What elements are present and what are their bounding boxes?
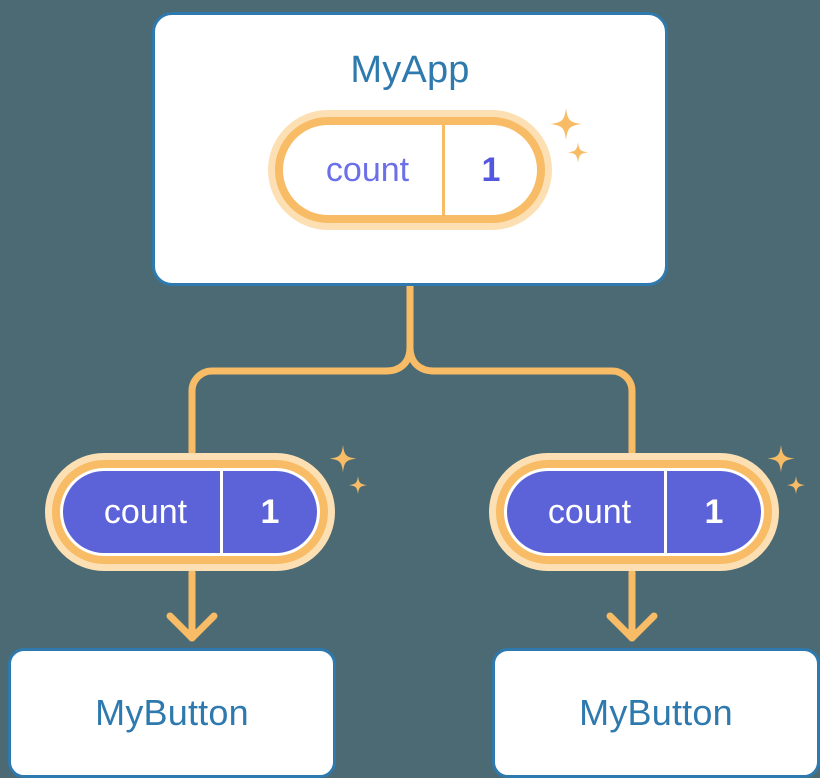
page-title: MyApp bbox=[350, 49, 470, 91]
sparkle-star-large bbox=[329, 445, 357, 473]
state-key-label: count bbox=[103, 493, 188, 531]
component-card-mybutton-right[interactable]: MyButton bbox=[492, 648, 820, 778]
state-pill-inner: count 1 bbox=[504, 468, 764, 556]
state-pill-inner: count 1 bbox=[283, 125, 537, 215]
component-card-label: MyButton bbox=[95, 692, 249, 733]
arrow-down-left bbox=[166, 568, 218, 642]
sparkle-star-small bbox=[786, 476, 806, 495]
connector-branch-right bbox=[406, 343, 636, 460]
state-value-label: 1 bbox=[220, 471, 317, 553]
state-key-label: count bbox=[547, 493, 632, 531]
state-pill-child-right[interactable]: count 1 bbox=[489, 453, 779, 571]
sparkle-star-small bbox=[348, 476, 368, 495]
state-pill-child-left[interactable]: count 1 bbox=[45, 453, 335, 571]
state-pill-inner: count 1 bbox=[60, 468, 320, 556]
state-pill-body: count 1 bbox=[63, 471, 317, 553]
component-card-label: MyButton bbox=[579, 692, 733, 733]
arrow-down-right bbox=[606, 568, 658, 642]
state-key-label: count bbox=[325, 151, 410, 189]
state-pill-myapp[interactable]: count 1 bbox=[268, 110, 552, 230]
state-pill-body: count 1 bbox=[507, 471, 761, 553]
state-value-label: 1 bbox=[664, 471, 761, 553]
state-value-label: 1 bbox=[442, 125, 537, 215]
connector-branch-left bbox=[188, 343, 414, 460]
component-card-mybutton-left[interactable]: MyButton bbox=[8, 648, 336, 778]
